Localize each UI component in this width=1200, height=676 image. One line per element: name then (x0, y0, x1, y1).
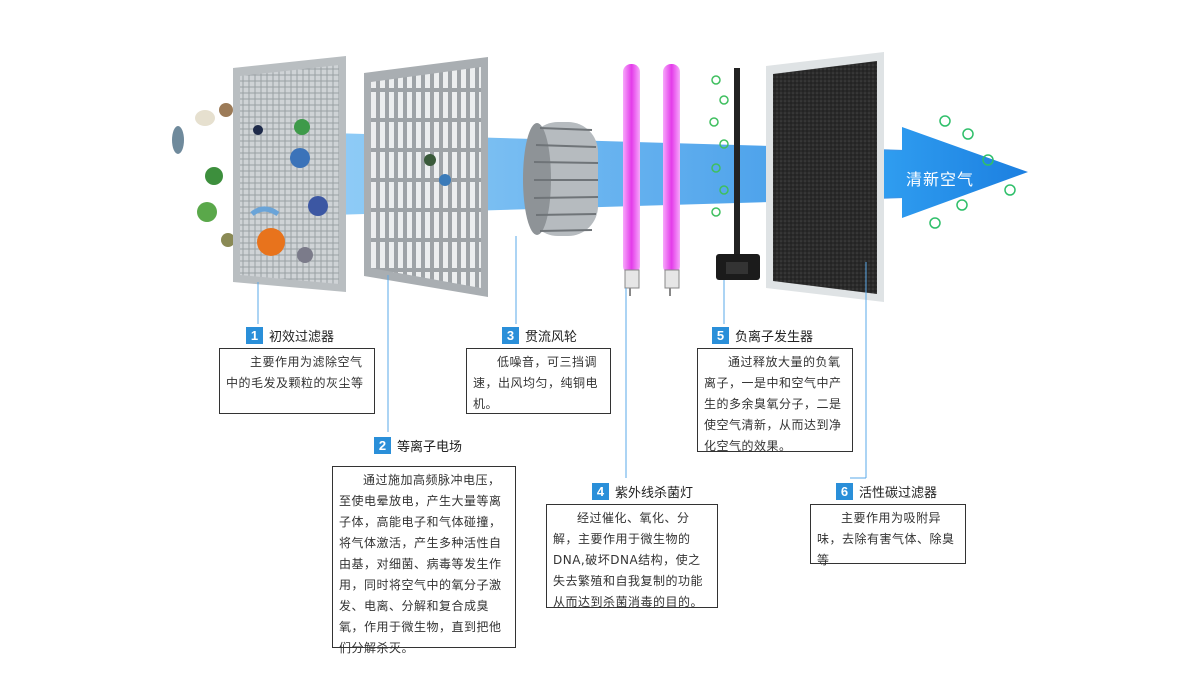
component-4-title: 4 紫外线杀菌灯 (592, 482, 693, 501)
component-6-title-text: 活性碳过滤器 (859, 486, 938, 501)
component-2-title: 2 等离子电场 (374, 436, 462, 455)
cross-flow-fan (523, 122, 599, 236)
component-3-number: 3 (502, 327, 519, 344)
component-2-number: 2 (374, 437, 391, 454)
component-2-description: 通过施加高频脉冲电压，至使电晕放电，产生大量等离子体，高能电子和气体碰撞，将气体… (332, 466, 516, 655)
component-4-number: 4 (592, 483, 609, 500)
component-3-description: 低噪音，可三挡调速，出风均匀，纯铜电机。 (466, 348, 611, 414)
component-6-title: 6 活性碳过滤器 (836, 482, 937, 501)
dust-particles (172, 103, 235, 247)
fresh-air-arrow (884, 115, 1028, 229)
component-6-description: 主要作用为吸附异味，去除有害气体、除臭等 (810, 504, 966, 567)
component-3-title-text: 贯流风轮 (525, 330, 578, 345)
component-5-title: 5 负离子发生器 (712, 326, 813, 345)
negative-ion-generator (709, 68, 760, 280)
component-1-title-text: 初效过滤器 (269, 330, 335, 345)
component-1-title: 1 初效过滤器 (246, 326, 334, 345)
component-4-title-text: 紫外线杀菌灯 (615, 486, 694, 501)
plasma-field-filter (364, 57, 488, 297)
component-1-number: 1 (246, 327, 263, 344)
component-6-number: 6 (836, 483, 853, 500)
component-5-description: 通过释放大量的负氧离子，一是中和空气中产生的多余臭氧分子，二是使空气清新，从而达… (697, 348, 853, 453)
component-4-description: 经过催化、氧化、分解，主要作用于微生物的DNA,破坏DNA结构，使之失去繁殖和自… (546, 504, 718, 609)
activated-carbon-filter (766, 52, 884, 302)
component-3-title: 3 贯流风轮 (502, 326, 577, 345)
leader-lines (257, 236, 867, 479)
fresh-air-label: 清新空气 (906, 170, 975, 189)
component-5-number: 5 (712, 327, 729, 344)
component-2-title-text: 等离子电场 (397, 440, 463, 455)
component-1-description: 主要作用为滤除空气中的毛发及颗粒的灰尘等 (219, 348, 375, 414)
primary-filter (233, 56, 346, 292)
uv-lamps (623, 64, 680, 296)
component-5-title-text: 负离子发生器 (735, 330, 814, 345)
